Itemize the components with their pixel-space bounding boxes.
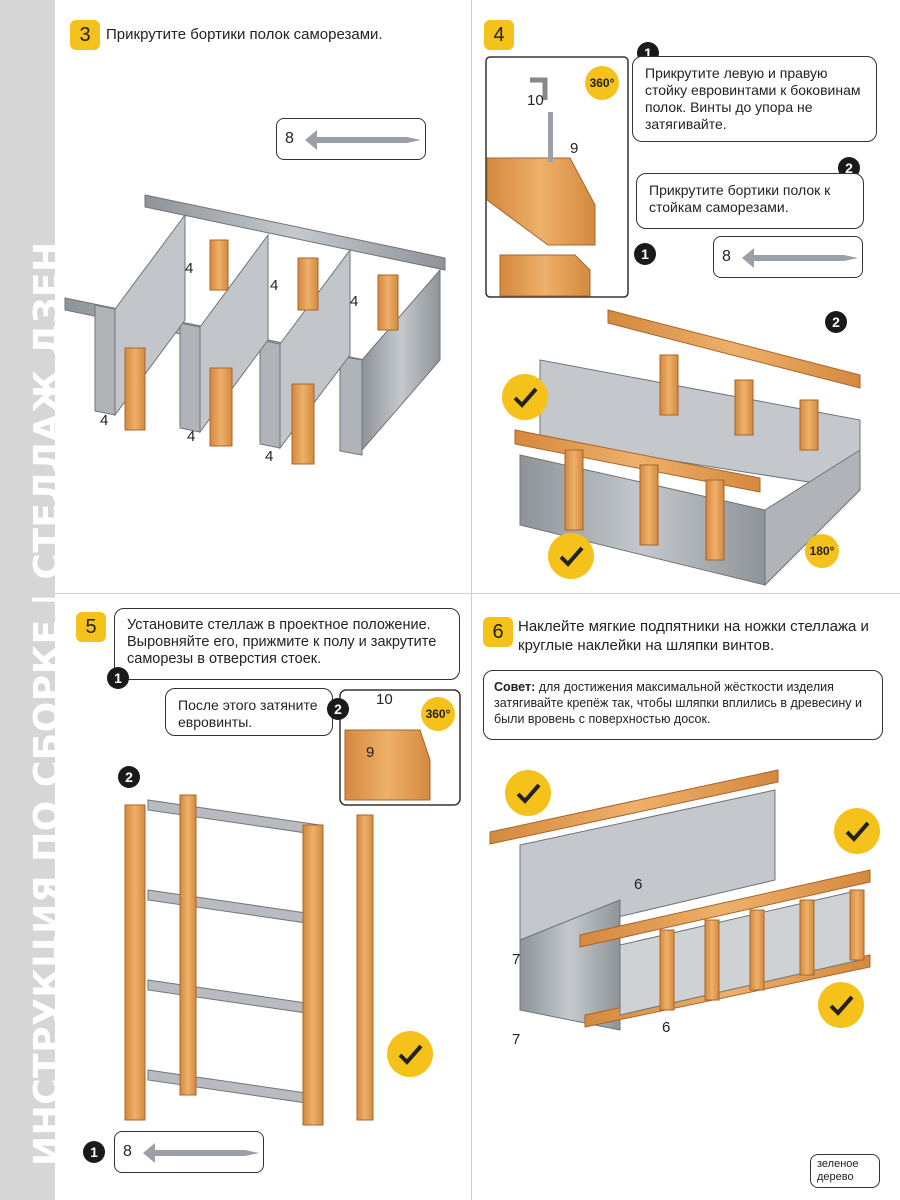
step-4-badge: 4 — [484, 20, 514, 50]
step-6-text: Наклейте мягкие подпятники на ножки стел… — [518, 617, 893, 655]
rotation-180-badge: 180° — [805, 534, 839, 568]
part-label: 4 — [187, 428, 195, 445]
rotation-360-badge: 360° — [421, 697, 455, 731]
step-4-callout-1: Прикрутите левую и правую стойку евровин… — [632, 56, 877, 142]
screw-icon — [141, 1141, 261, 1165]
checkmark-icon — [548, 533, 594, 579]
step-4-marker-2: 2 — [825, 311, 847, 333]
step-5-badge: 5 — [76, 612, 106, 642]
step5-rack — [125, 795, 373, 1125]
step-5-marker-1: 1 — [83, 1141, 105, 1163]
step-3-text: Прикрутите бортики полок саморезами. — [106, 25, 456, 44]
part-label: 7 — [512, 1031, 520, 1048]
part-label: 6 — [662, 1019, 670, 1036]
step-4-marker-1: 1 — [634, 243, 656, 265]
part-label: 4 — [350, 293, 358, 310]
part-label: 7 — [512, 951, 520, 968]
checkmark-icon — [502, 374, 548, 420]
step-5-callout-2-number: 2 — [327, 698, 349, 720]
part-label: 4 — [185, 260, 193, 277]
checkmark-icon — [387, 1031, 433, 1077]
tip-label: Совет: — [494, 680, 535, 694]
checkmark-icon — [834, 808, 880, 854]
tip-text: для достижения максимальной жёсткости из… — [494, 680, 862, 726]
part-label: 4 — [270, 277, 278, 294]
bolt-label: 9 — [366, 744, 374, 761]
step-5-callout-1: Установите стеллаж в проектное положение… — [114, 608, 460, 680]
checkmark-icon — [505, 770, 551, 816]
bolt-label: 9 — [570, 140, 578, 157]
part-label: 4 — [265, 448, 273, 465]
step-6-tip: Совет: для достижения максимальной жёстк… — [483, 670, 883, 740]
screw-icon — [740, 246, 860, 270]
step-3-screw-box: 8 — [276, 118, 426, 160]
step-3-badge: 3 — [70, 20, 100, 50]
part-label: 6 — [634, 876, 642, 893]
screw-label: 8 — [722, 248, 731, 266]
part-label: 4 — [100, 412, 108, 429]
step-5-callout-2: После этого затяните евровинты. — [165, 688, 333, 736]
brand-logo: зеленое дерево — [810, 1154, 880, 1188]
hex-key-label: 10 — [376, 691, 393, 708]
step-4-callout-2: Прикрутите бортики полок к стойкам самор… — [636, 173, 864, 229]
rotation-360-badge: 360° — [585, 66, 619, 100]
step-6-badge: 6 — [483, 617, 513, 647]
checkmark-icon — [818, 982, 864, 1028]
logo-line-1: зеленое — [817, 1158, 873, 1171]
hex-key-label: 10 — [527, 92, 544, 109]
step-5-marker-2: 2 — [118, 766, 140, 788]
step-4-screw-box: 8 — [713, 236, 863, 278]
step-5-callout-1-number: 1 — [107, 667, 129, 689]
screw-label: 8 — [123, 1143, 132, 1161]
step-5-screw-box: 8 — [114, 1131, 264, 1173]
logo-line-2: дерево — [817, 1171, 873, 1184]
screw-icon — [303, 128, 423, 152]
screw-label: 8 — [285, 130, 294, 148]
